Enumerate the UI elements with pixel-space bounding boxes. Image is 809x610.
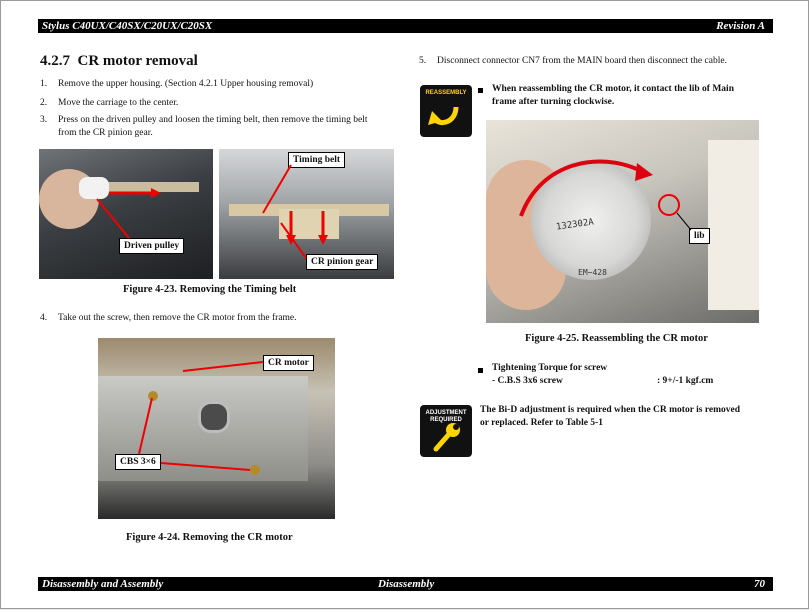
adjustment-badge-line1: ADJUSTMENT — [425, 410, 467, 416]
belt-loop-shape — [279, 209, 339, 239]
cbs-screw-label: CBS 3×6 — [115, 454, 161, 470]
section-title: CR motor removal — [77, 53, 198, 69]
driven-pulley-label: Driven pulley — [119, 238, 185, 254]
footer-section: Disassembly — [378, 578, 435, 590]
footer-bar: Disassembly and Assembly Disassembly 70 — [38, 577, 773, 591]
screw-bottom — [250, 465, 260, 475]
curved-arrow-icon — [428, 106, 459, 125]
figure-4-24-caption: Figure 4-24. Removing the CR motor — [126, 532, 293, 543]
header-revision: Revision A — [716, 20, 765, 32]
reassembly-badge: REASSEMBLY — [420, 85, 472, 137]
adjustment-badge: ADJUSTMENT REQUIRED — [420, 405, 472, 457]
figure-4-25-photo: 132302A EM−428 — [486, 120, 759, 323]
reassembly-badge-text: REASSEMBLY — [425, 90, 467, 96]
header-bar: Stylus C40UX/C40SX/C20UX/C20SX Revision … — [38, 19, 773, 33]
timing-belt-label: Timing belt — [288, 152, 346, 168]
motor-code-2: EM−428 — [578, 268, 607, 277]
torque-item: - C.B.S 3x6 screw — [492, 376, 563, 386]
pulley-hole — [198, 401, 230, 433]
reassembly-note: When reassembling the CR motor, it conta… — [492, 84, 734, 107]
section-number: 4.2.7 — [40, 53, 70, 69]
footer-page-number: 70 — [754, 578, 765, 590]
torque-value: : 9+/-1 kgf.cm — [657, 376, 714, 386]
step-3: 3. Press on the driven pulley and loosen… — [40, 115, 368, 138]
torque-title: Tightening Torque for screw — [492, 363, 608, 373]
figure-4-25-caption: Figure 4-25. Reassembling the CR motor — [525, 333, 708, 344]
adjustment-note: The Bi-D adjustment is required when the… — [480, 405, 741, 428]
cr-motor-label: CR motor — [263, 355, 314, 371]
pulley-shape — [79, 177, 109, 199]
figure-4-23-left-photo — [39, 149, 213, 279]
section-heading: 4.2.7 CR motor removal — [40, 53, 198, 70]
lib-label: lib — [689, 228, 710, 244]
bullet-icon — [478, 368, 483, 373]
wrench-icon — [433, 423, 460, 452]
screw-top — [148, 391, 158, 401]
figure-4-23-caption: Figure 4-23. Removing the Timing belt — [123, 284, 297, 295]
cr-pinion-gear-label: CR pinion gear — [306, 254, 379, 270]
belt-shape — [79, 182, 199, 192]
adjustment-badge-line2: REQUIRED — [430, 417, 462, 423]
main-frame-shape — [708, 140, 759, 310]
header-title: Stylus C40UX/C40SX/C20UX/C20SX — [42, 20, 213, 32]
bullet-icon — [478, 88, 483, 93]
figure-4-24-photo — [98, 338, 335, 519]
footer-chapter: Disassembly and Assembly — [42, 578, 164, 590]
